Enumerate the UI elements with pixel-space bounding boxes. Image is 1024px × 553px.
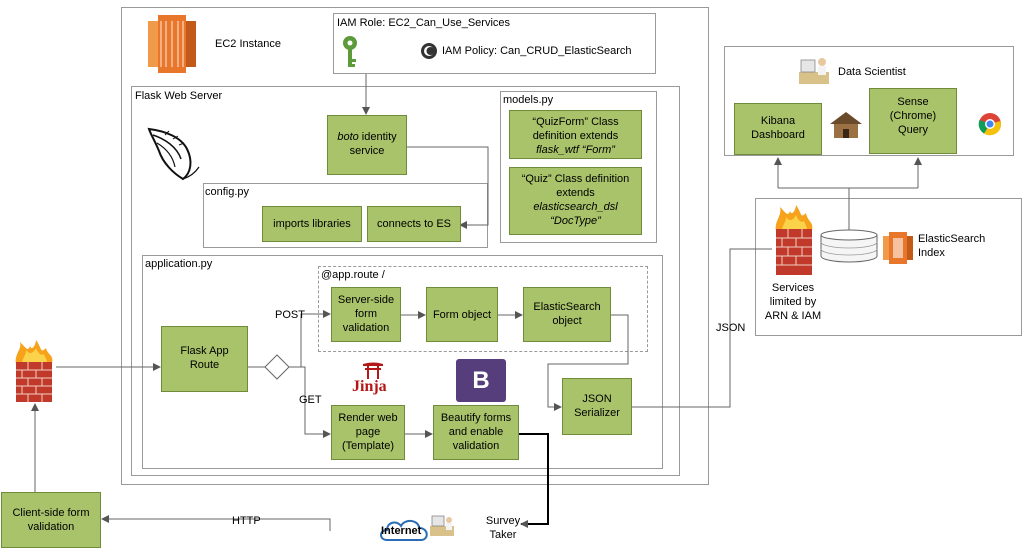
boto-service-label: service <box>349 145 385 157</box>
json-serializer-box: JSON Serializer <box>562 378 632 435</box>
models-py-label: models.py <box>503 94 554 106</box>
app-route-label: @app.route / <box>321 269 385 281</box>
sense-query-box: Sense (Chrome) Query <box>869 88 957 154</box>
json-serializer-line-1: JSON <box>582 393 612 405</box>
sense-line-2: (Chrome) <box>889 110 937 122</box>
firewall-icon-left <box>12 340 56 404</box>
survey-line-2: Taker <box>489 529 517 541</box>
data-scientist-label: Data Scientist <box>838 66 906 78</box>
json-serializer-line-2: Serializer <box>574 407 620 419</box>
kibana-hut-icon <box>828 110 864 140</box>
quizform-line-3: flask_wtf “Form” <box>536 144 615 156</box>
kibana-line-1: Kibana <box>760 115 796 127</box>
internet-cloud-icon <box>377 514 431 548</box>
server-validation-line-1: Server-side <box>337 294 395 306</box>
connects-to-es-box: connects to ES <box>367 206 461 242</box>
json-label: JSON <box>716 322 746 334</box>
es-index-line-2: Index <box>918 247 945 259</box>
survey-line-1: Survey <box>485 515 521 527</box>
iam-policy-label: IAM Policy: Can_CRUD_ElasticSearch <box>442 45 632 57</box>
quizform-line-2: definition extends <box>532 130 619 142</box>
http-label: HTTP <box>232 515 261 527</box>
elasticsearch-index-label: ElasticSearch Index <box>918 232 985 260</box>
survey-taker-label: Survey Taker <box>484 514 522 542</box>
flask-web-server-label: Flask Web Server <box>135 90 223 102</box>
es-object-line-2: object <box>552 315 582 327</box>
quiz-line-2: extends <box>556 187 595 199</box>
iam-role-label: IAM Role: EC2_Can_Use_Services <box>337 17 511 29</box>
client-validation-line-2: validation <box>27 521 75 533</box>
render-web-page-box: Render web page (Template) <box>331 405 405 460</box>
beautify-line-2: and enable <box>448 426 504 438</box>
es-index-line-1: ElasticSearch <box>918 233 986 245</box>
services-line-1: Services <box>771 282 815 294</box>
render-line-1: Render web <box>338 412 398 424</box>
ec2-icon <box>148 11 196 77</box>
server-side-validation-box: Server-side form validation <box>331 287 401 342</box>
post-label: POST <box>275 309 305 321</box>
render-line-2: page <box>355 426 381 438</box>
services-line-2: limited by <box>769 296 817 308</box>
quiz-line-3: elasticsearch_dsl <box>533 201 618 213</box>
firewall-icon-right <box>772 205 816 277</box>
sense-line-3: Query <box>898 124 928 136</box>
elasticsearch-service-icon <box>883 228 913 268</box>
form-object-box: Form object <box>426 287 498 342</box>
boto-label: boto <box>337 131 359 143</box>
server-validation-line-3: validation <box>342 322 390 334</box>
elasticsearch-object-box: ElasticSearch object <box>523 287 611 342</box>
boto-identity-service: boto identity service <box>327 115 407 175</box>
user-computer-icon <box>428 512 456 540</box>
kibana-line-2: Dashboard <box>751 129 805 141</box>
ec2-instance-label: EC2 Instance <box>215 38 282 50</box>
kibana-dashboard-box: Kibana Dashboard <box>734 103 822 155</box>
render-line-3: (Template) <box>342 440 394 452</box>
services-line-3: ARN & IAM <box>764 310 822 322</box>
quiz-line-1: “Quiz” Class definition <box>521 173 630 185</box>
flask-route-line-1: Flask App <box>180 345 229 357</box>
services-limited-label: Services limited by ARN & IAM <box>760 281 826 323</box>
beautify-forms-box: Beautify forms and enable validation <box>433 405 519 460</box>
database-icon <box>820 229 878 263</box>
flask-route-line-2: Route <box>189 359 220 371</box>
jinja-logo-text: Jinja <box>352 378 387 395</box>
quiz-line-4: “DocType” <box>550 215 601 227</box>
beautify-line-1: Beautify forms <box>440 412 512 424</box>
application-py-label: application.py <box>145 258 213 270</box>
policy-icon <box>420 42 438 60</box>
quizform-class-box: “QuizForm” Class definition extends flas… <box>509 110 642 159</box>
quiz-class-box: “Quiz” Class definition extends elastics… <box>509 167 642 235</box>
chrome-icon <box>978 112 1002 136</box>
server-validation-line-2: form <box>355 308 377 320</box>
data-scientist-icon <box>797 52 831 86</box>
key-icon <box>340 35 360 69</box>
flask-app-route-box: Flask App Route <box>161 326 248 392</box>
jinja-torii-icon <box>362 361 384 379</box>
internet-label: Internet <box>381 525 422 537</box>
config-py-label: config.py <box>205 186 250 198</box>
client-side-validation-box: Client-side form validation <box>1 492 101 548</box>
bootstrap-logo-icon: B <box>456 359 506 402</box>
imports-libraries-box: imports libraries <box>262 206 362 242</box>
beautify-line-3: validation <box>452 440 500 452</box>
client-validation-line-1: Client-side form <box>12 507 90 519</box>
iam-role-box <box>333 13 656 74</box>
es-object-line-1: ElasticSearch <box>533 301 601 313</box>
sense-line-1: Sense <box>897 96 929 108</box>
flask-logo-icon <box>143 123 201 183</box>
quizform-line-1: “QuizForm” Class <box>532 116 619 128</box>
boto-identity-label: identity <box>358 131 397 143</box>
get-label: GET <box>299 394 322 406</box>
